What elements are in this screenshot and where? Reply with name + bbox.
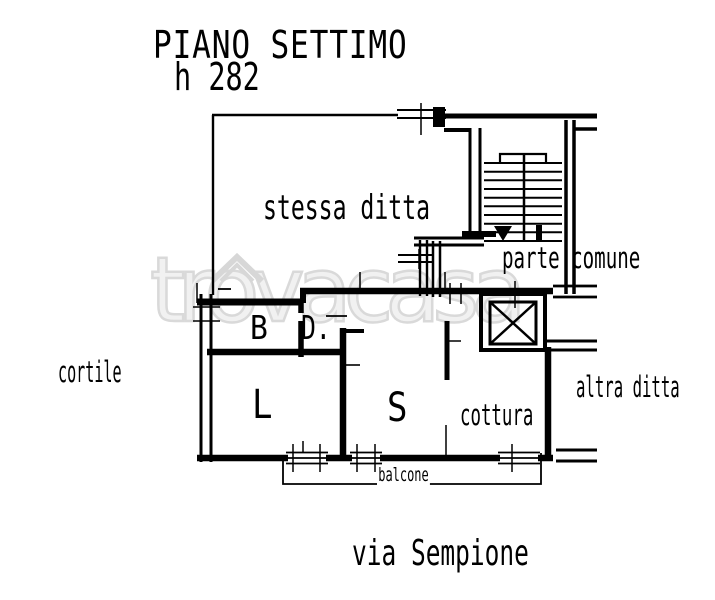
stairwell-walls — [398, 120, 576, 297]
building-outer-walls — [444, 113, 597, 132]
staircase-treads — [484, 152, 562, 242]
stairs-down-arrow — [494, 225, 542, 241]
adjacent-unit-walls — [211, 103, 446, 296]
area-label-stessa-ditta: stessa ditta — [263, 188, 431, 228]
page-title: PIANO SETTIMO — [153, 23, 408, 67]
ceiling-height-note: h 282 — [174, 55, 260, 99]
area-label-altra-ditta: altra ditta — [576, 370, 680, 404]
window-symbols — [286, 444, 540, 472]
room-label-s: S — [387, 385, 408, 431]
area-label-cortile: cortile — [58, 355, 122, 389]
apartment-walls — [193, 272, 597, 463]
room-label-cottura: cottura — [460, 398, 534, 432]
watermark-roof-icon — [209, 252, 265, 284]
area-label-parte-comune: parte comune — [502, 241, 641, 275]
street-label: via Sempione — [352, 533, 529, 574]
room-label-b: B — [250, 308, 268, 347]
area-label-balcone: balcone — [377, 464, 430, 486]
room-label-l: L — [252, 382, 273, 428]
elevator-symbol — [479, 292, 547, 352]
room-label-d: D. — [301, 308, 331, 347]
